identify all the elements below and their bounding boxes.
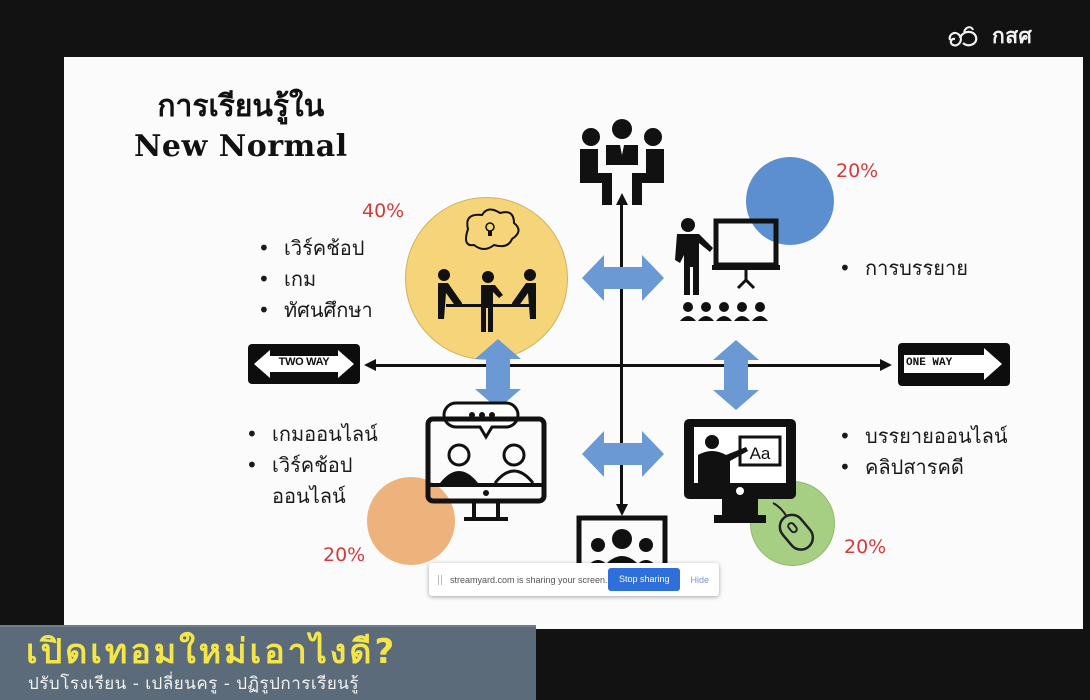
- slide-title-line1: การเรียนรู้ใน: [157, 89, 325, 124]
- one-way-sign: ONE WAY: [898, 343, 1010, 386]
- computer-mouse-icon: [772, 502, 815, 551]
- quadrant-circle-top-right: [746, 157, 834, 245]
- percent-bottom-right: 20%: [844, 536, 887, 558]
- list-item: ทัศนศึกษา: [258, 295, 373, 326]
- arrowhead-right-icon: [880, 359, 892, 371]
- percent-top-left: 40%: [362, 200, 405, 222]
- banner-subtitle: ปรับโรงเรียน - เปลี่ยนครู - ปฏิรูปการเรี…: [28, 674, 360, 694]
- vertical-double-arrow-icon: [475, 339, 521, 409]
- shared-slide: การเรียนรู้ใน New Normal 40% 20% 20% 20%…: [64, 57, 1083, 629]
- logo-text: กสศ: [992, 24, 1033, 48]
- arrowhead-down-icon: [616, 504, 628, 516]
- two-way-sign-label: TWO WAY: [278, 356, 330, 368]
- stop-sharing-button[interactable]: Stop sharing: [607, 568, 681, 591]
- list-item: บรรยายออนไลน์: [839, 421, 1008, 452]
- arrowhead-up-icon: [616, 193, 628, 205]
- quadrant-circle-bottom-left: [367, 477, 455, 565]
- list-item: เวิร์คช้อป: [258, 233, 373, 264]
- svg-text:Aa: Aa: [750, 444, 771, 463]
- percent-top-right: 20%: [836, 160, 879, 182]
- hide-button[interactable]: Hide: [690, 574, 709, 585]
- bullets-bottom-right: บรรยายออนไลน์ คลิปสารคดี: [839, 421, 1008, 483]
- bullets-bottom-left: เกมออนไลน์ เวิร์คช้อป ออนไลน์: [246, 419, 378, 512]
- meeting-group-icon: [580, 119, 664, 205]
- list-item: การบรรยาย: [839, 253, 968, 284]
- share-message: streamyard.com is sharing your screen.: [450, 574, 608, 585]
- double-arrow-sign-icon: [254, 350, 354, 378]
- horizontal-axis: [371, 364, 883, 367]
- list-item: เกมออนไลน์: [246, 419, 378, 450]
- slide-title-line2: New Normal: [134, 129, 348, 164]
- screen-share-notification: streamyard.com is sharing your screen. S…: [429, 563, 719, 596]
- bullets-top-left: เวิร์คช้อป เกม ทัศนศึกษา: [258, 233, 373, 326]
- list-item: เกม: [258, 264, 373, 295]
- list-item: คลิปสารคดี: [839, 452, 1008, 483]
- right-arrow-sign-icon: [904, 348, 1002, 380]
- group-discussion-idea-icon: [438, 208, 536, 332]
- video-call-monitor-icon: [425, 401, 547, 521]
- arrowhead-left-icon: [364, 359, 376, 371]
- lower-third-banner: เปิดเทอมใหม่เอาไงดี? ปรับโรงเรียน - เปลี…: [0, 625, 536, 700]
- banner-headline: เปิดเทอมใหม่เอาไงดี?: [26, 632, 398, 672]
- bullets-top-right: การบรรยาย: [839, 253, 968, 284]
- online-lecture-monitor-icon: Aa: [684, 419, 796, 523]
- vertical-axis: [620, 202, 623, 507]
- horizontal-double-arrow-icon: [582, 431, 664, 477]
- one-way-sign-label: ONE WAY: [906, 357, 953, 369]
- lecture-presentation-icon: [675, 218, 780, 321]
- kss-logo-icon: [948, 25, 978, 46]
- broadcaster-logo: กสศ: [946, 20, 1032, 53]
- percent-bottom-left: 20%: [323, 544, 366, 566]
- horizontal-double-arrow-icon: [582, 255, 664, 301]
- list-item: เวิร์คช้อป: [246, 450, 378, 481]
- drag-handle-icon[interactable]: [438, 574, 442, 585]
- list-item: ออนไลน์: [272, 484, 346, 508]
- vertical-double-arrow-icon: [713, 340, 759, 410]
- slide-title: การเรียนรู้ใน New Normal: [134, 87, 348, 167]
- two-way-sign: TWO WAY: [248, 344, 360, 384]
